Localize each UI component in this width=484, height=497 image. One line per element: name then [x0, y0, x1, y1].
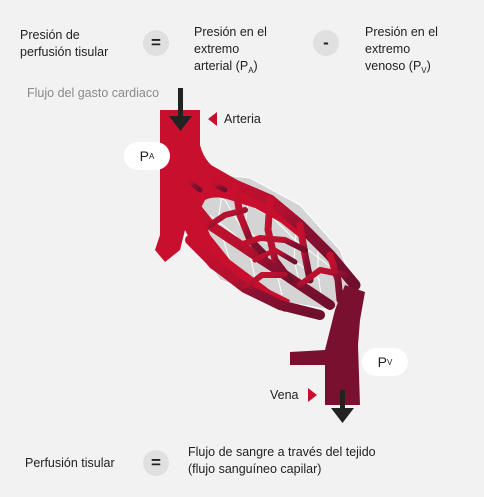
cardiac-output-flow-label: Flujo del gasto cardiaco [27, 86, 160, 100]
equals-sign-bottom: = [143, 450, 169, 476]
arterial-line-3-suffix: ) [253, 59, 258, 73]
tissue-perfusion-label: Perfusión tisular [25, 456, 115, 470]
arterial-line-2: extremo [194, 42, 240, 56]
lhs-line-2: perfusión tisular [20, 45, 109, 59]
rhs-line-2: (flujo sanguíneo capilar) [188, 462, 322, 476]
pv-main: P [377, 354, 387, 370]
arterial-pressure-label: Presión en el extremo arterial (PA) [194, 24, 267, 79]
capillary-flow-label: Flujo de sangre a través del tejido (flu… [188, 444, 376, 478]
minus-sign: - [313, 30, 339, 56]
artery-trunk [155, 110, 310, 312]
venous-pressure-label: Presión en el extremo venoso (PV) [365, 24, 438, 79]
vein-pointer-icon [308, 388, 317, 402]
lhs-line-1: Presión de [20, 28, 80, 42]
venous-line-3: venoso (PV) [365, 58, 438, 79]
venous-line-3-sub: V [421, 66, 427, 75]
arterial-line-3-sub: A [248, 66, 254, 75]
artery-pointer-icon [208, 112, 217, 126]
artery-label: Arteria [224, 112, 261, 126]
tissue-perfusion-pressure-label: Presión de perfusión tisular [20, 27, 108, 61]
venous-line-3-suffix: ) [426, 59, 431, 73]
flow-out-arrow [331, 390, 354, 423]
pa-sub: A [149, 151, 155, 161]
vein-label: Vena [270, 388, 299, 402]
pv-sub: V [387, 357, 393, 367]
arterial-line-3: arterial (PA) [194, 58, 267, 79]
vessel-network [182, 159, 361, 320]
venous-line-1: Presión en el [365, 25, 438, 39]
venous-line-2: extremo [365, 42, 411, 56]
arterial-line-3-prefix: arterial (P [194, 59, 249, 73]
equals-sign-top: = [143, 30, 169, 56]
venous-line-3-prefix: venoso (P [365, 59, 422, 73]
rhs-line-1: Flujo de sangre a través del tejido [188, 445, 376, 459]
vein-trunk [290, 285, 365, 405]
flow-in-arrow [169, 88, 192, 131]
pa-main: P [139, 148, 149, 164]
arterial-line-1: Presión en el [194, 25, 267, 39]
